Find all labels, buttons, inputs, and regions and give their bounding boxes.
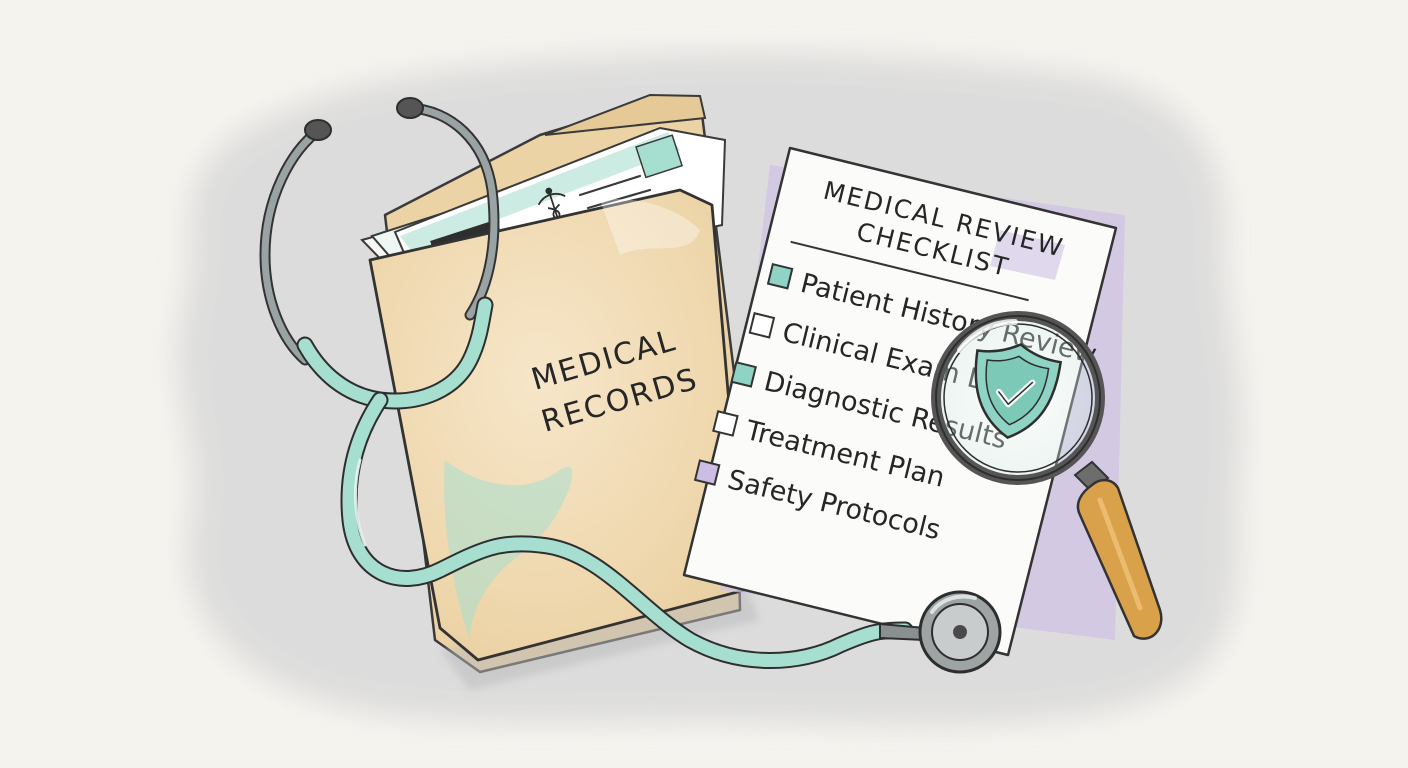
review-checklist: MEDICAL REVIEW CHECKLIST Patient History… [682,146,1125,657]
checkbox-treatment-plan[interactable] [712,410,739,437]
medical-records-folder: MEDICAL RECORDS [360,93,760,690]
checkbox-diagnostic-results[interactable] [730,361,757,388]
checkbox-safety-protocols[interactable] [693,459,721,486]
stethoscope-icon [259,97,1002,674]
shield-check-icon [974,343,1063,439]
checkbox-clinical-exam[interactable] [748,312,776,339]
checkbox-patient-history[interactable] [766,262,794,290]
magnifying-glass-icon [931,311,1163,640]
title-underline [790,240,1029,302]
